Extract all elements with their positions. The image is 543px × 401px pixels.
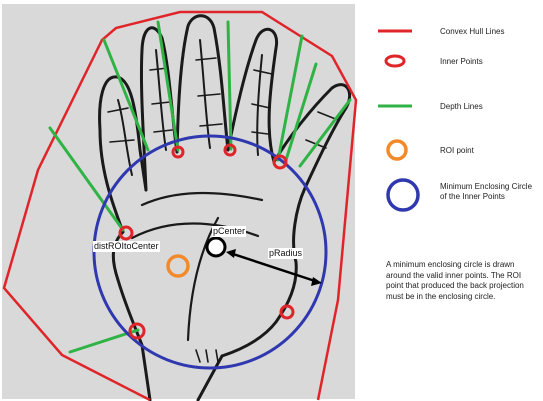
legend-blue-circle-marker (388, 180, 418, 210)
legend-convex-hull-text: Convex Hull Lines (440, 27, 504, 37)
depth-line (228, 22, 231, 149)
depth-line (50, 128, 123, 230)
legend-enclosing-circle-text: Minimum Enclosing Circle of the Inner Po… (440, 182, 535, 202)
dist-roi-to-center-label: distROItoCenter (93, 241, 160, 252)
explanatory-note: A minimum enclosing circle is drawn arou… (386, 260, 526, 302)
roi-point (168, 256, 188, 276)
radius-arrow-head (226, 249, 236, 258)
legend-inner-points-text: Inner Points (440, 57, 483, 67)
legend-markers (378, 31, 418, 210)
center-point (207, 238, 225, 256)
p-radius-label: pRadius (268, 248, 303, 259)
legend-depth-lines-text: Depth Lines (440, 102, 483, 112)
legend-red-circle-marker (386, 56, 404, 66)
depth-line (300, 100, 350, 166)
p-center-label: pCenter (212, 226, 246, 237)
legend-roi-point-text: ROI point (440, 146, 474, 156)
legend-orange-circle-marker (388, 141, 406, 159)
depth-line (278, 36, 302, 160)
